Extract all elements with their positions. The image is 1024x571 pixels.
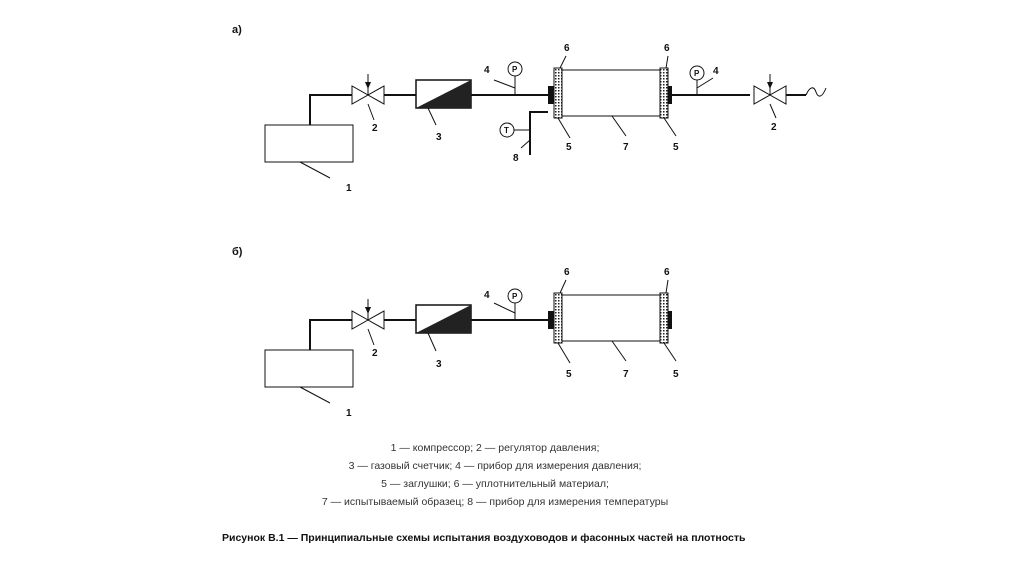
pressure-gauge-outlet-icon: P: [689, 65, 705, 95]
leader-6-left: [559, 55, 567, 69]
label-compressor: 1: [346, 183, 352, 194]
legend-line-2: 3 — газовый счетчик; 4 — прибор для изме…: [348, 460, 642, 472]
svg-text:P: P: [512, 292, 518, 301]
leader-4-out: [696, 77, 714, 89]
leader-1-b: [299, 386, 331, 404]
scheme-b: б) 1 2 3 P 4: [232, 246, 679, 419]
plug-left-b: [548, 311, 554, 329]
label-pressure-gauge: 4: [484, 65, 490, 76]
leader-5-right: [663, 117, 677, 137]
leader-3-b: [427, 332, 437, 352]
svg-text:T: T: [504, 126, 509, 135]
leader-4-b: [493, 302, 516, 314]
label-regulator: 2: [372, 123, 378, 134]
compressor-box: [264, 124, 354, 163]
label-seal-left-b: 6: [564, 267, 570, 278]
leader-2: [367, 103, 375, 121]
label-seal-left: 6: [564, 43, 570, 54]
label-sample: 7: [623, 142, 629, 153]
label-plug-left-b: 5: [566, 369, 572, 380]
label-meter: 3: [436, 132, 442, 143]
pressure-regulator-icon: [351, 74, 385, 105]
label-seal-right: 6: [664, 43, 670, 54]
label-plug-right: 5: [673, 142, 679, 153]
pressure-gauge-icon: P: [507, 61, 523, 95]
label-regulator-out: 2: [771, 122, 777, 133]
plug-left: [548, 86, 554, 104]
label-seal-right-b: 6: [664, 267, 670, 278]
pressure-regulator-outlet-icon: [753, 74, 787, 105]
leader-7-b: [611, 340, 627, 362]
leader-6-right-b: [665, 279, 669, 294]
label-sample-b: 7: [623, 369, 629, 380]
pressure-regulator-b-icon: [351, 299, 385, 330]
plug-right: [668, 86, 672, 104]
leader-8: [520, 139, 531, 149]
plug-right-b: [668, 311, 672, 329]
label-plug-right-b: 5: [673, 369, 679, 380]
label-pressure-gauge-b: 4: [484, 290, 490, 301]
leader-7: [611, 115, 627, 137]
seal-left-b: [553, 292, 563, 344]
leader-5-left: [557, 117, 571, 139]
leader-5-left-b: [557, 342, 571, 364]
label-meter-b: 3: [436, 359, 442, 370]
seal-right-b: [659, 292, 669, 344]
test-sample-b: [561, 294, 661, 342]
svg-text:P: P: [512, 65, 518, 74]
test-sample: [561, 69, 661, 117]
leader-5-right-b: [663, 342, 677, 362]
scheme-a-tag: а): [232, 24, 242, 36]
label-thermometer: 8: [513, 153, 519, 164]
pressure-gauge-b-icon: P: [507, 288, 523, 320]
scheme-a: а) 1 2 3 P: [232, 24, 827, 194]
label-pressure-gauge-out: 4: [713, 66, 719, 77]
leader-6-left-b: [559, 279, 567, 294]
scheme-b-tag: б): [232, 246, 243, 258]
legend-line-1: 1 — компрессор; 2 — регулятор давления;: [390, 442, 600, 454]
label-plug-left: 5: [566, 142, 572, 153]
compressor-box-b: [264, 349, 354, 388]
seal-right: [659, 67, 669, 119]
leader-3: [427, 107, 437, 126]
pipe-compressor-b: [309, 319, 352, 350]
label-compressor-b: 1: [346, 408, 352, 419]
pipe-compressor: [309, 94, 352, 125]
legend-line-3: 5 — заглушки; 6 — уплотнительный материа…: [381, 478, 609, 490]
seal-left: [553, 67, 563, 119]
leader-6-right: [665, 55, 669, 69]
break-line-icon: [805, 87, 827, 97]
leader-1: [299, 161, 331, 179]
leader-2-b: [367, 328, 375, 346]
legend-line-4: 7 — испытываемый образец; 8 — прибор для…: [321, 496, 669, 508]
gas-meter-b-icon: [415, 304, 472, 334]
figure-caption: Рисунок В.1 — Принципиальные схемы испыт…: [222, 532, 746, 544]
label-regulator-b: 2: [372, 348, 378, 359]
thermometer-icon: T: [499, 111, 548, 155]
svg-text:P: P: [694, 69, 700, 78]
leader-4: [493, 79, 516, 89]
leader-2-out: [769, 103, 777, 119]
gas-meter-icon: [415, 79, 472, 109]
